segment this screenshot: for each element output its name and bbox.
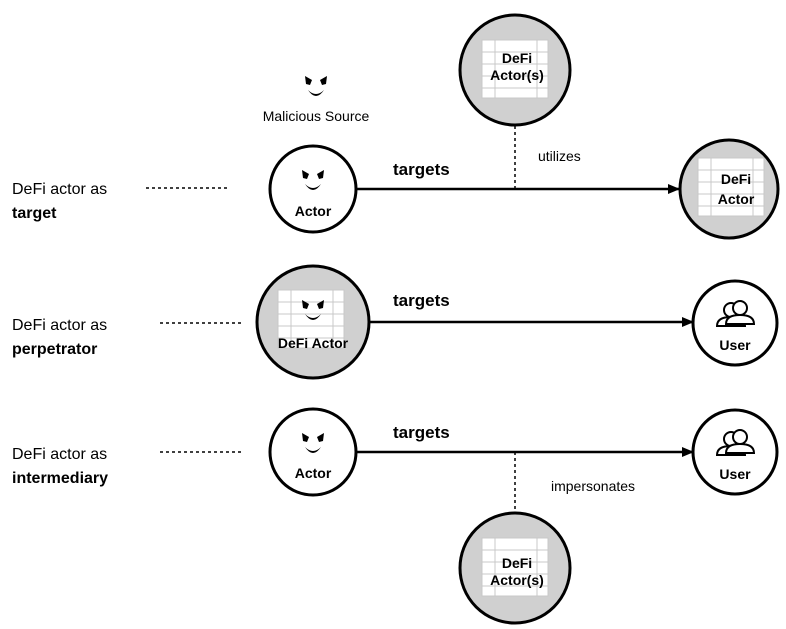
edge-label: targets: [393, 423, 450, 442]
node-label: DeFi Actor: [278, 335, 349, 351]
edge-label: targets: [393, 291, 450, 310]
row-label-prefix: DeFi actor as: [12, 446, 107, 463]
aux-node-label-bottom: Actor(s): [490, 572, 544, 588]
node-label: User: [719, 337, 751, 353]
row-label-prefix: DeFi actor as: [12, 317, 107, 334]
source-actor-node: Actor: [268, 407, 358, 497]
node-label-top: DeFi: [721, 171, 751, 187]
source-actor-node: Actor: [268, 144, 358, 234]
row-label-prefix: DeFi actor as: [12, 181, 107, 198]
row-perpetrator: DeFi actor as perpetrator DeFi Actor tar…: [12, 264, 779, 380]
target-defi-node: DeFi Actor: [678, 138, 780, 240]
aux-node-label-bottom: Actor(s): [490, 67, 544, 83]
target-user-node: User: [691, 279, 779, 367]
document-icon: [697, 157, 765, 217]
row-label-role: perpetrator: [12, 341, 97, 358]
aux-defi-node: DeFi Actor(s): [458, 511, 572, 625]
aux-node-label-top: DeFi: [502, 50, 532, 66]
legend-label: Malicious Source: [263, 108, 370, 124]
edge-label: targets: [393, 160, 450, 179]
source-defi-actor-node: DeFi Actor: [255, 264, 371, 380]
node-label: Actor: [295, 203, 332, 219]
aux-node-label-top: DeFi: [502, 555, 532, 571]
node-label-bottom: Actor: [718, 191, 755, 207]
malicious-face-icon: [305, 76, 327, 96]
aux-edge-label: utilizes: [538, 148, 581, 164]
row-intermediary: DeFi actor as intermediary Actor targets…: [12, 407, 779, 625]
row-label-role: intermediary: [12, 470, 108, 487]
row-target: DeFi actor as target DeFi Actor(s) utili…: [12, 13, 780, 240]
target-user-node: User: [691, 408, 779, 496]
node-label: User: [719, 466, 751, 482]
node-label: Actor: [295, 465, 332, 481]
aux-edge-label: impersonates: [551, 478, 635, 494]
row-label-role: target: [12, 205, 57, 222]
aux-defi-node: DeFi Actor(s): [458, 13, 572, 127]
legend: Malicious Source: [263, 76, 370, 124]
